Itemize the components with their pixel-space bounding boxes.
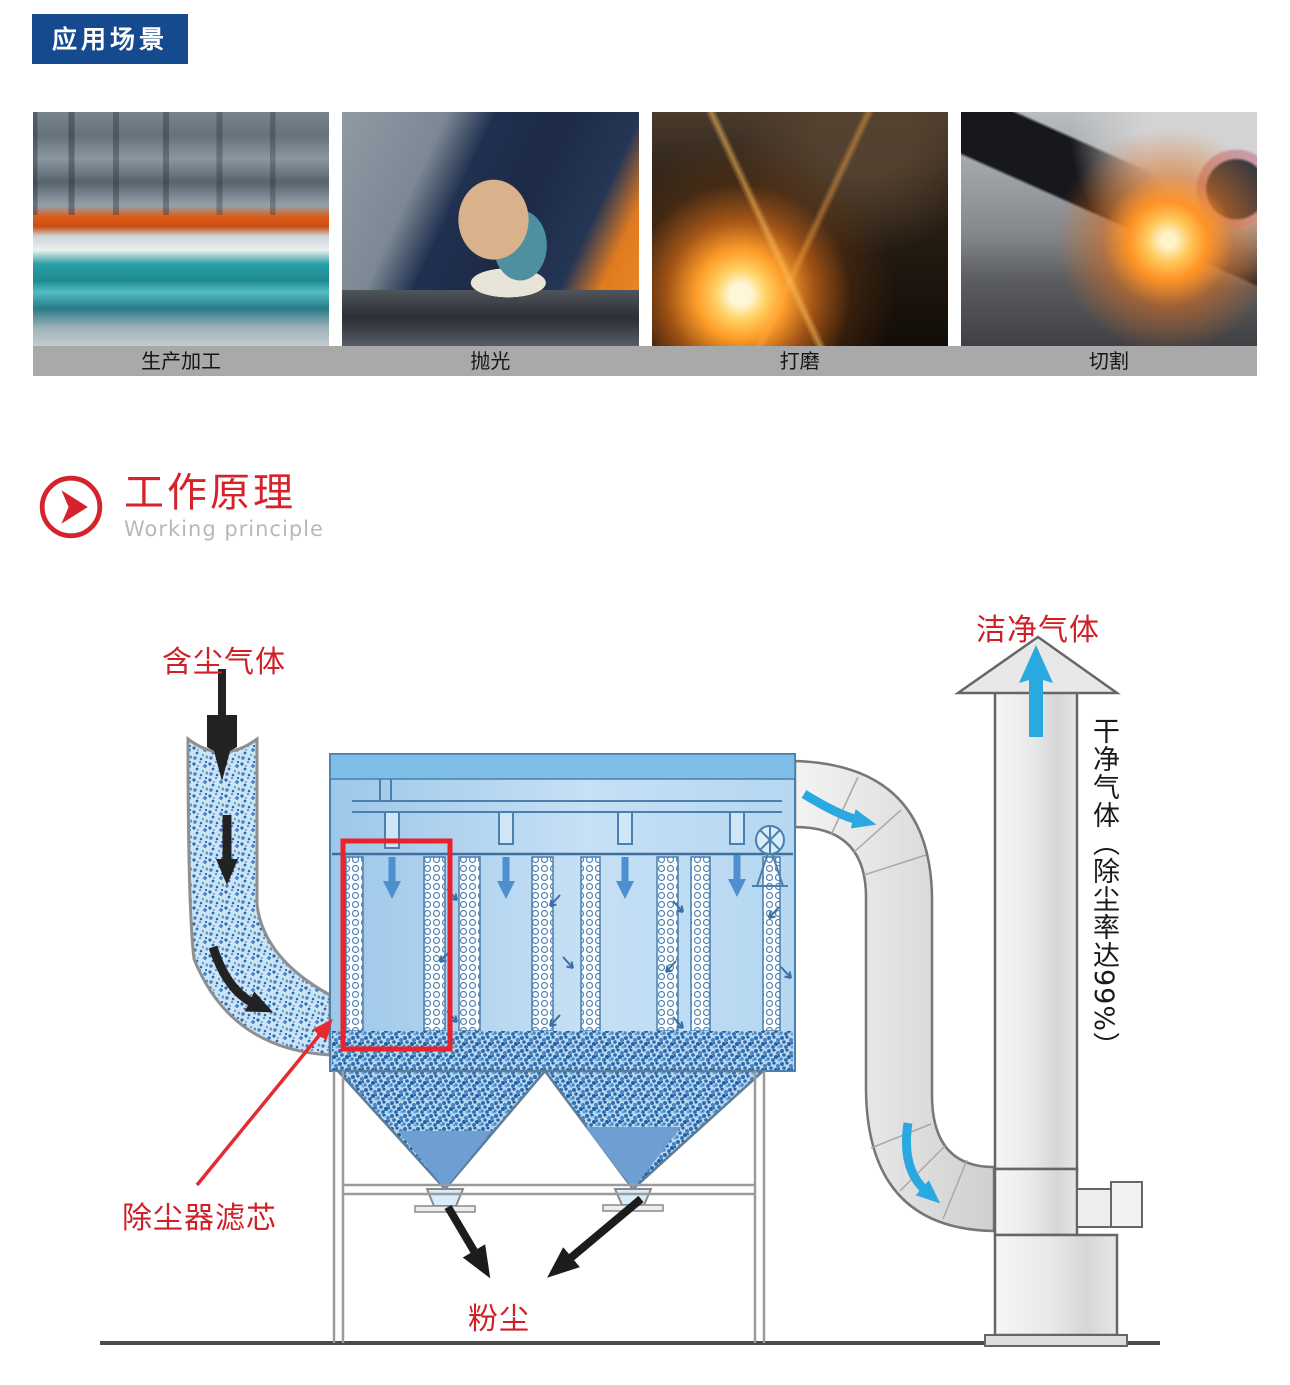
support-frame <box>332 1071 766 1343</box>
dust-drop-arrow-left <box>444 1204 491 1279</box>
collector-box <box>329 753 796 1072</box>
chimney-base-plate <box>984 1334 1128 1347</box>
badge-label: 应用场景 <box>52 25 169 54</box>
caption-polishing: 抛光 <box>470 349 511 373</box>
photo-row <box>33 112 1257 346</box>
flow-arrow-top-bend <box>801 790 877 829</box>
dusty-gas-entry-arrow <box>207 669 237 781</box>
photo-grinding <box>651 112 948 346</box>
working-principle-titles: 工作原理 Working principle <box>124 471 324 541</box>
box-top-band <box>329 753 796 780</box>
filter-highlight-box <box>340 838 453 1052</box>
label-filter-cartridge: 除尘器滤芯 <box>122 1201 277 1236</box>
photo-cutting <box>960 112 1257 346</box>
label-dusty-gas: 含尘气体 <box>162 645 286 680</box>
photo-factory-production <box>33 112 330 346</box>
settled-dust-left <box>398 1131 492 1189</box>
caption-production: 生产加工 <box>141 349 222 373</box>
chimney <box>954 635 1143 1347</box>
duct-segment-lines <box>830 776 968 1220</box>
label-clean-gas-note: 干净气体（除尘率达99%） <box>1088 717 1119 1061</box>
inlet-pipe <box>186 735 332 1057</box>
photo-polishing <box>342 112 639 346</box>
pulse-air-manifold <box>352 779 782 813</box>
flow-arrow-bottom-bend <box>901 1122 941 1204</box>
chevron-right-circle-icon <box>35 471 107 543</box>
dusty-gas-bend-arrow <box>208 945 274 1013</box>
dust-drop-arrow-right <box>547 1195 644 1278</box>
section-title: 工作原理 <box>124 470 296 516</box>
pulse-nozzles <box>384 811 745 849</box>
filter-pointer-arrow <box>195 1018 333 1187</box>
caption-grinding: 打磨 <box>779 349 820 373</box>
caption-cutting: 切割 <box>1088 349 1129 373</box>
application-scenarios-badge: 应用场景 <box>32 14 189 64</box>
outlet-duct <box>793 759 996 1233</box>
pulse-valve <box>752 825 788 887</box>
section-subtitle: Working principle <box>124 517 324 541</box>
working-principle-diagram: 含尘气体 洁净气体 干净气体（除尘率达99%） 除尘器滤芯 粉尘 <box>0 605 1290 1385</box>
caption-bar: 生产加工 抛光 打磨 切割 <box>33 346 1257 376</box>
dust-collector-schematic <box>100 635 1160 1347</box>
fan-box <box>1076 1188 1112 1228</box>
hopper-outlet-left <box>425 1188 465 1207</box>
label-dust: 粉尘 <box>468 1302 530 1337</box>
application-gallery: 生产加工 抛光 打磨 切割 <box>33 112 1257 376</box>
fan-motor <box>1110 1181 1143 1228</box>
label-clean-gas: 洁净气体 <box>976 613 1100 648</box>
chimney-base <box>993 1233 1119 1337</box>
working-principle-header: 工作原理 Working principle <box>35 471 1290 543</box>
clean-gas-up-arrow <box>1019 645 1053 737</box>
settled-dust-right <box>585 1127 681 1189</box>
dust-hoppers <box>335 1069 767 1213</box>
